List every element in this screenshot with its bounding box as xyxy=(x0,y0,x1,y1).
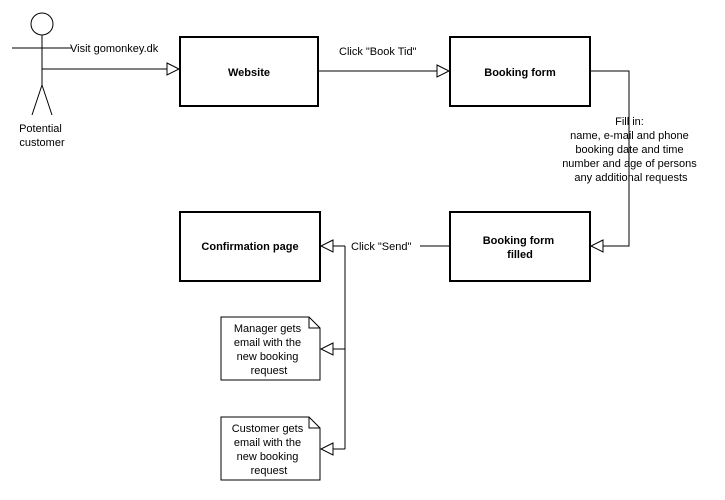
edge-click-book xyxy=(319,64,451,78)
fill-in-line-4: number and age of persons xyxy=(562,158,697,170)
note-customer-email[interactable] xyxy=(220,416,321,481)
actor-label-line2: customer xyxy=(19,137,65,149)
note-customer-line1: Customer gets xyxy=(232,423,304,435)
edge-visit xyxy=(42,62,181,76)
edge-fill-in-label: Fill in: name, e-mail and phone booking … xyxy=(562,116,700,184)
actor-label-line1: Potential xyxy=(19,123,62,135)
note-manager-line2: email with the xyxy=(234,337,301,349)
fill-in-line-3: booking date and time xyxy=(575,144,683,156)
node-booking-form-filled[interactable] xyxy=(449,211,591,282)
arrowhead-icon xyxy=(166,62,181,76)
node-confirmation-page[interactable] xyxy=(179,211,321,282)
note-customer-line4: request xyxy=(251,465,288,477)
note-customer-line3: new booking xyxy=(237,451,299,463)
fill-in-line-2: name, e-mail and phone xyxy=(570,130,689,142)
fill-in-line-1: Fill in: xyxy=(615,116,644,128)
node-confirmation-page-label: Confirmation page xyxy=(201,241,298,253)
node-website-label: Website xyxy=(228,67,270,79)
node-booking-form-filled-label: Booking form filled xyxy=(483,235,558,261)
node-booking-form-filled-line2: filled xyxy=(507,249,533,261)
note-customer-line2: email with the xyxy=(234,437,301,449)
arrowhead-icon xyxy=(436,64,451,78)
node-booking-form-filled-line1: Booking form xyxy=(483,235,555,247)
actor-label: Potential customer xyxy=(19,123,65,149)
note-manager-text: Manager gets email with the new booking … xyxy=(234,323,304,377)
note-manager-line1: Manager gets xyxy=(234,323,302,335)
node-booking-form[interactable] xyxy=(449,36,591,107)
arrowhead-icon xyxy=(319,442,334,456)
arrowhead-icon xyxy=(319,239,334,253)
note-manager-line4: request xyxy=(251,365,288,377)
note-manager-email[interactable] xyxy=(220,316,321,381)
fill-in-line-5: any additional requests xyxy=(574,172,688,184)
note-manager-line3: new booking xyxy=(237,351,299,363)
edge-click-send xyxy=(319,239,449,456)
edge-fill-in xyxy=(589,70,630,253)
arrowhead-icon xyxy=(589,239,604,253)
edge-click-book-label: Click "Book Tid" xyxy=(339,46,417,58)
edge-visit-label: Visit gomonkey.dk xyxy=(70,43,159,55)
arrowhead-icon xyxy=(319,342,334,356)
actor-stick-figure-icon xyxy=(12,12,72,116)
node-website[interactable] xyxy=(179,36,319,107)
node-booking-form-label: Booking form xyxy=(484,67,556,79)
edge-click-send-label: Click "Send" xyxy=(351,241,411,253)
note-customer-text: Customer gets email with the new booking… xyxy=(232,423,307,477)
